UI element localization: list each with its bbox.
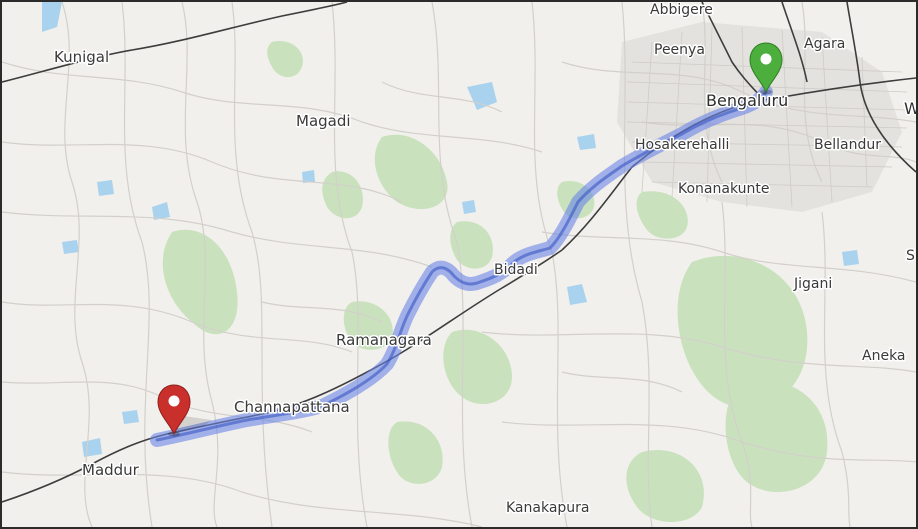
label-jigani: Jigani (793, 276, 832, 292)
label-s: S (906, 248, 915, 264)
label-bengaluru: Bengaluru (706, 91, 788, 110)
lake (567, 284, 587, 305)
forest-patch (636, 191, 688, 239)
lake (467, 82, 497, 110)
forest-patch (374, 134, 448, 210)
forest-patch (388, 421, 443, 484)
city-streets (626, 26, 908, 208)
lake (462, 200, 476, 214)
highway-east (776, 77, 916, 99)
highway-southeast (846, 2, 916, 173)
place-labels: Abbigere Kunigal Peenya Agara Bengaluru … (53, 2, 917, 518)
route[interactable] (150, 85, 773, 447)
label-maddur: Maddur (82, 461, 140, 479)
lake (302, 170, 315, 183)
highway-north (701, 2, 763, 99)
lake (42, 2, 62, 32)
lake (97, 180, 114, 196)
label-hosakerehalli: Hosakerehalli (635, 137, 729, 153)
highway-kunigal (2, 2, 348, 83)
forest-patch (450, 221, 493, 269)
label-bellandur: Bellandur (814, 137, 881, 153)
label-ramanagara: Ramanagara (336, 331, 432, 349)
green-areas (162, 41, 828, 522)
forest-patch (725, 380, 828, 492)
start-marker[interactable] (749, 42, 783, 95)
label-abbigere: Abbigere (650, 2, 713, 18)
label-w: W (904, 99, 916, 118)
map-pin-icon[interactable] (749, 42, 783, 94)
forest-patch (162, 229, 238, 335)
end-marker[interactable] (157, 384, 212, 437)
highway-ne (781, 2, 808, 83)
lake (577, 134, 596, 150)
label-channapattana: Channapattana (234, 398, 350, 416)
lake (62, 240, 79, 254)
pin-shadow (174, 416, 212, 434)
label-peenya: Peenya (654, 42, 705, 58)
lake (842, 250, 859, 266)
map-pin-icon[interactable] (157, 384, 191, 436)
label-aneka: Aneka (862, 348, 906, 364)
forest-patch (343, 301, 393, 350)
label-kunigal: Kunigal (54, 48, 109, 66)
pin-center-dot (168, 395, 180, 407)
pin-center-dot (760, 53, 772, 65)
lake (152, 202, 170, 220)
forest-patch (443, 329, 512, 405)
forest-patch (677, 255, 808, 409)
label-magadi: Magadi (296, 112, 351, 130)
forest-patch (322, 171, 363, 219)
lake (122, 410, 139, 424)
label-agara: Agara (804, 36, 845, 52)
label-kanakapura: Kanakapura (506, 500, 590, 516)
forest-patch (267, 41, 303, 78)
route-line-core[interactable] (155, 90, 768, 442)
label-bidadi: Bidadi (494, 262, 538, 278)
forest-patch (626, 450, 704, 522)
label-konanakunte: Konanakunte (678, 181, 769, 197)
water-bodies (42, 2, 859, 457)
